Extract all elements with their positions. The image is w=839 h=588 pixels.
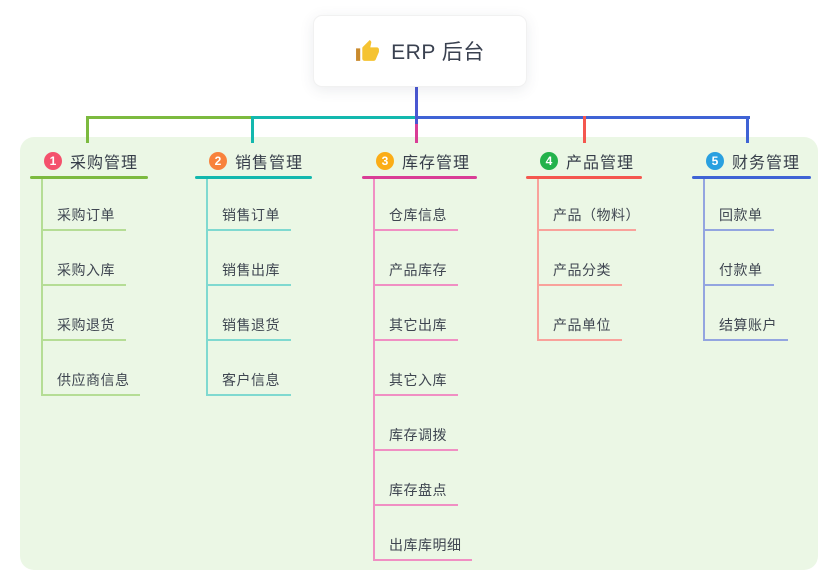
root-stem — [415, 84, 418, 124]
child-node[interactable]: 库存盘点 — [373, 476, 458, 506]
child-label: 销售出库 — [222, 262, 280, 278]
child-node[interactable]: 采购订单 — [41, 201, 126, 231]
connector-drop — [746, 116, 749, 143]
child-node[interactable]: 采购入库 — [41, 256, 126, 286]
child-node[interactable]: 销售退货 — [206, 311, 291, 341]
connector-drop — [415, 119, 418, 143]
child-node[interactable]: 库存调拨 — [373, 421, 458, 451]
branch-child-line — [373, 179, 375, 561]
connector-drop — [86, 116, 89, 143]
branch-header[interactable]: 1 采购管理 — [44, 149, 138, 173]
child-node[interactable]: 仓库信息 — [373, 201, 458, 231]
branch-number-badge: 2 — [209, 152, 227, 170]
branch-number-badge: 4 — [540, 152, 558, 170]
connector-drop — [251, 116, 254, 143]
root-node[interactable]: ERP 后台 — [313, 15, 527, 87]
branches-panel — [20, 137, 818, 570]
child-node[interactable]: 产品库存 — [373, 256, 458, 286]
child-node[interactable]: 供应商信息 — [41, 366, 140, 396]
child-node[interactable]: 产品单位 — [537, 311, 622, 341]
root-title: ERP 后台 — [391, 41, 485, 64]
thumbs-up-icon — [355, 39, 380, 64]
child-label: 供应商信息 — [57, 372, 130, 388]
child-label: 回款单 — [719, 207, 763, 223]
branch-child-line — [41, 179, 43, 396]
child-label: 仓库信息 — [389, 207, 447, 223]
branch-label: 销售管理 — [235, 155, 304, 172]
child-node[interactable]: 客户信息 — [206, 366, 291, 396]
connector-segment-left-green — [86, 116, 253, 119]
branch-underline — [692, 176, 811, 179]
child-node[interactable]: 其它出库 — [373, 311, 458, 341]
child-label: 产品单位 — [553, 317, 611, 333]
branch-header[interactable]: 4 产品管理 — [540, 149, 634, 173]
child-label: 销售订单 — [222, 207, 280, 223]
branch-label: 采购管理 — [70, 155, 139, 172]
child-node[interactable]: 采购退货 — [41, 311, 126, 341]
child-label: 采购退货 — [57, 317, 115, 333]
child-label: 产品（物料） — [553, 207, 640, 223]
branch-number-badge: 5 — [706, 152, 724, 170]
child-label: 其它入库 — [389, 372, 447, 388]
child-label: 销售退货 — [222, 317, 280, 333]
branch-underline — [195, 176, 312, 179]
child-node[interactable]: 付款单 — [703, 256, 774, 286]
child-label: 库存盘点 — [389, 482, 447, 498]
child-label: 产品分类 — [553, 262, 611, 278]
child-label: 客户信息 — [222, 372, 280, 388]
branch-number-badge: 3 — [376, 152, 394, 170]
child-label: 其它出库 — [389, 317, 447, 333]
child-node[interactable]: 结算账户 — [703, 311, 788, 341]
child-label: 库存调拨 — [389, 427, 447, 443]
child-node[interactable]: 产品分类 — [537, 256, 622, 286]
branch-label: 财务管理 — [732, 155, 801, 172]
branch-number-badge: 1 — [44, 152, 62, 170]
child-label: 采购订单 — [57, 207, 115, 223]
child-label: 出库库明细 — [389, 537, 462, 553]
connector-drop — [583, 116, 586, 143]
branch-underline — [30, 176, 148, 179]
branch-underline — [362, 176, 477, 179]
child-label: 产品库存 — [389, 262, 447, 278]
connector-segment-left-teal — [253, 116, 417, 119]
branch-underline — [526, 176, 642, 179]
branch-header[interactable]: 3 库存管理 — [376, 149, 470, 173]
child-node[interactable]: 出库库明细 — [373, 531, 472, 561]
child-label: 结算账户 — [719, 317, 777, 333]
child-node[interactable]: 回款单 — [703, 201, 774, 231]
branch-header[interactable]: 5 财务管理 — [706, 149, 800, 173]
child-node[interactable]: 销售订单 — [206, 201, 291, 231]
child-node[interactable]: 其它入库 — [373, 366, 458, 396]
branch-label: 库存管理 — [402, 155, 471, 172]
branch-child-line — [703, 179, 705, 341]
branch-header[interactable]: 2 销售管理 — [209, 149, 303, 173]
child-label: 采购入库 — [57, 262, 115, 278]
branch-child-line — [206, 179, 208, 396]
branch-child-line — [537, 179, 539, 341]
child-node[interactable]: 产品（物料） — [537, 201, 640, 231]
child-label: 付款单 — [719, 262, 763, 278]
child-node[interactable]: 销售出库 — [206, 256, 291, 286]
branch-label: 产品管理 — [566, 155, 635, 172]
